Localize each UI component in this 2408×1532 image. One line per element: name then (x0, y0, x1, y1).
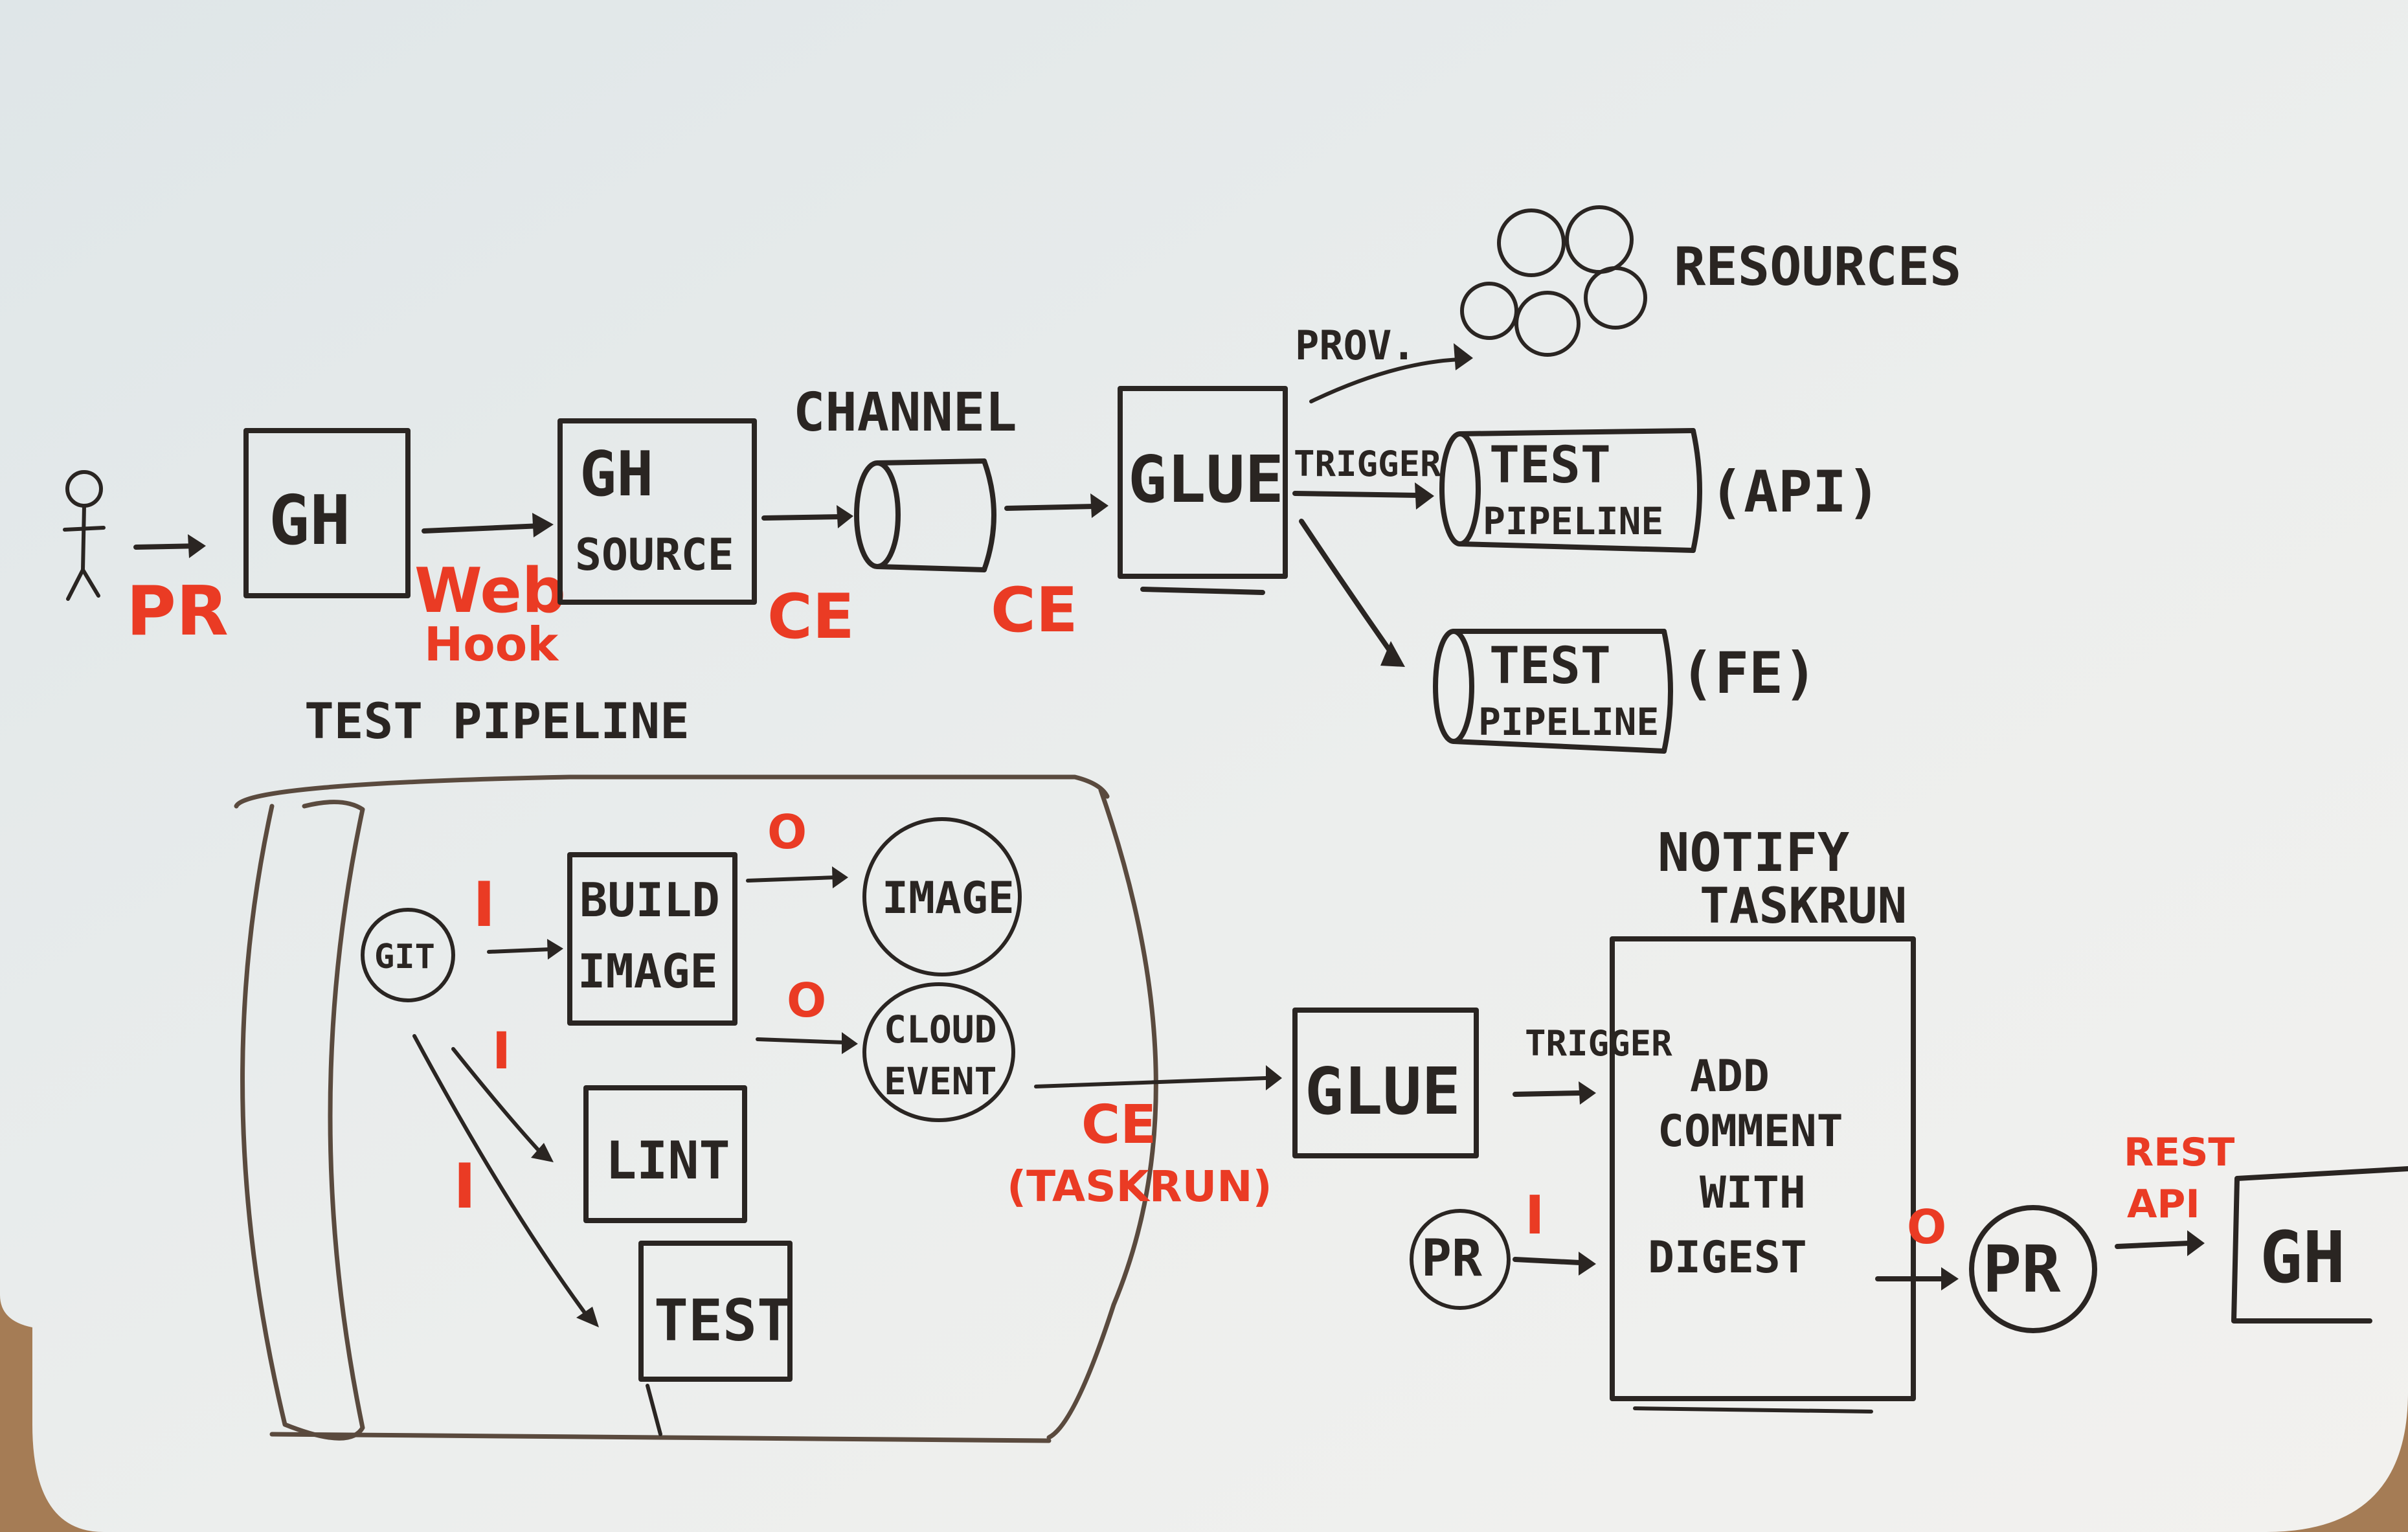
test-fe-label-1: TEST (1489, 637, 1611, 695)
lint-label: LINT (605, 1131, 730, 1191)
label-pr-actor: PR (126, 572, 229, 651)
label-trigger-bottom: TRIGGER (1525, 1023, 1672, 1064)
arrow-channel-to-glue (1004, 493, 1108, 518)
label-o-3: O (1907, 1200, 1946, 1254)
test-api-label-1: TEST (1489, 436, 1611, 495)
lint-box: LINT (583, 1085, 747, 1223)
label-rest-api-1: REST (2124, 1130, 2234, 1175)
gh-final-label: GH (2260, 1216, 2345, 1299)
glue-top-label: GLUE (1128, 442, 1284, 517)
arrow-build-to-cloudevent (756, 1032, 858, 1054)
gh-box: GH (243, 428, 411, 598)
resources-cluster-icon (1460, 205, 1647, 357)
pr-input-node: PR (1410, 1209, 1511, 1310)
label-o-2: O (787, 973, 826, 1028)
channel-cylinder-icon (854, 458, 996, 572)
label-i-3: I (453, 1151, 476, 1222)
arrow-build-to-image (746, 866, 848, 888)
cloud-event-label-2: EVENT (884, 1059, 997, 1103)
image-label: IMAGE (882, 873, 1015, 924)
add-comment-label-4: DIGEST (1648, 1232, 1807, 1283)
label-prov: PROV. (1295, 322, 1416, 369)
label-rest-api-2: API (2127, 1182, 2200, 1227)
build-image-label-2: IMAGE (578, 944, 718, 998)
test-label: TEST (654, 1287, 791, 1354)
test-api-label-2: PIPELINE (1483, 499, 1663, 543)
add-comment-box: ADD COMMENT WITH DIGEST (1610, 936, 1916, 1414)
resources-label: RESOURCES (1674, 236, 1961, 298)
label-ce-2: CE (991, 575, 1078, 646)
build-image-label-1: BUILD (579, 873, 720, 927)
pr-output-node: PR (1969, 1205, 2097, 1333)
add-comment-label-3: WITH (1700, 1167, 1806, 1219)
arrow-glue-to-test-fe (1299, 519, 1405, 667)
arrow-actor-to-gh (133, 534, 206, 558)
arrow-gh-to-source (422, 513, 554, 537)
add-comment-label-1: ADD (1690, 1051, 1770, 1102)
label-trigger-top: TRIGGER (1294, 444, 1441, 484)
test-box: TEST (638, 1241, 793, 1436)
arrow-git-to-build (487, 939, 563, 960)
arrow-pr-to-gh (2115, 1230, 2205, 1256)
arrow-pr-to-addcomment (1513, 1252, 1596, 1276)
label-i-1: I (473, 870, 495, 941)
label-ce-taskrun: CE (1081, 1094, 1156, 1156)
build-image-box: BUILD IMAGE (567, 852, 737, 1026)
user-stick-figure-icon (63, 470, 106, 601)
arrow-git-to-lint (451, 1047, 554, 1162)
api-label: (API) (1709, 458, 1881, 525)
label-o-1: O (767, 805, 807, 859)
label-webhook-2: Hook (424, 617, 559, 671)
git-node: GIT (361, 908, 455, 1002)
arrow-glue-to-resources (1309, 343, 1473, 403)
cloud-event-node: CLOUD EVENT (862, 982, 1015, 1122)
arrow-addcomment-to-pr (1875, 1267, 1959, 1290)
gh-source-label-2: SOURCE (575, 530, 734, 581)
git-label: GIT (374, 938, 435, 976)
channel-label: CHANNEL (793, 382, 1017, 444)
image-node: IMAGE (862, 817, 1022, 976)
arrow-git-to-test (412, 1034, 599, 1327)
test-pipeline-container (234, 774, 1158, 1443)
arrow-glue-to-addcomment (1513, 1081, 1596, 1105)
label-ce-taskrun-2: (TASKRUN) (1007, 1162, 1272, 1211)
pr-output-label: PR (1983, 1232, 2061, 1307)
gh-final-box: GH (2231, 1166, 2408, 1324)
test-pipeline-fe-cylinder: TEST PIPELINE (1433, 629, 1673, 754)
fe-label: (FE) (1680, 640, 1817, 706)
glue-bottom-label: GLUE (1305, 1053, 1461, 1129)
pr-input-label: PR (1421, 1230, 1482, 1288)
test-pipeline-title: TEST PIPELINE (304, 692, 690, 750)
add-comment-label-2: COMMENT (1658, 1106, 1843, 1157)
gh-box-label: GH (269, 481, 350, 560)
label-ce-1: CE (767, 581, 855, 653)
glue-bottom-box: GLUE (1292, 1008, 1479, 1158)
arrow-glue-to-test-api (1292, 482, 1434, 510)
label-i-4: I (1525, 1185, 1545, 1246)
notify-label-2: TASKRUN (1700, 877, 1907, 934)
arrow-source-to-channel (761, 505, 853, 528)
glue-top-box: GLUE (1118, 386, 1288, 595)
gh-source-box: GH SOURCE (557, 418, 757, 605)
test-fe-label-2: PIPELINE (1478, 700, 1659, 744)
test-pipeline-api-cylinder: TEST PIPELINE (1439, 428, 1702, 553)
notify-label-1: NOTIFY (1658, 822, 1850, 884)
arrow-cloudevent-to-glue (1034, 1065, 1282, 1090)
cloud-event-label-1: CLOUD (884, 1008, 997, 1052)
label-i-2: I (492, 1022, 511, 1081)
gh-source-label-1: GH (579, 439, 653, 510)
label-webhook: Web (414, 556, 566, 627)
